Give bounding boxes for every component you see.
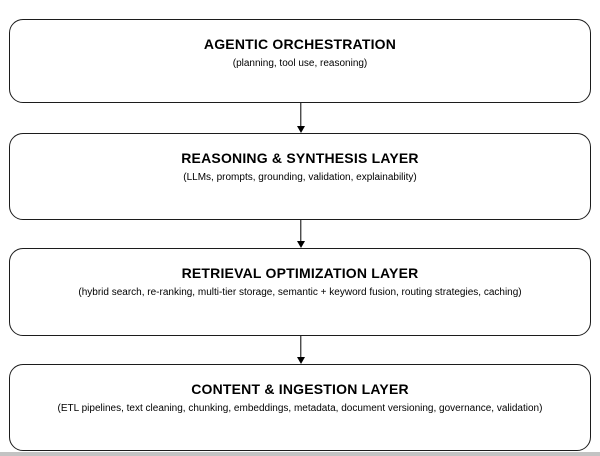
arrow-shaft: [300, 220, 302, 243]
layer-title: REASONING & SYNTHESIS LAYER: [181, 150, 419, 166]
arrow-head: [297, 241, 305, 248]
layer-title: CONTENT & INGESTION LAYER: [191, 381, 409, 397]
layer-box-retrieval-optimization: RETRIEVAL OPTIMIZATION LAYER (hybrid sea…: [9, 248, 591, 336]
arrow-shaft: [300, 103, 302, 128]
down-arrow-icon: [295, 103, 307, 133]
down-arrow-icon: [295, 336, 307, 364]
arrow-head: [297, 357, 305, 364]
down-arrow-icon: [295, 220, 307, 248]
layer-subtitle: (LLMs, prompts, grounding, validation, e…: [183, 172, 417, 183]
layer-box-reasoning-synthesis: REASONING & SYNTHESIS LAYER (LLMs, promp…: [9, 133, 591, 220]
layer-subtitle: (planning, tool use, reasoning): [232, 58, 368, 69]
arrow-head: [297, 126, 305, 133]
window-edge-strip: [0, 452, 600, 456]
layer-subtitle: (hybrid search, re-ranking, multi-tier s…: [78, 287, 522, 298]
layer-box-agentic-orchestration: AGENTIC ORCHESTRATION (planning, tool us…: [9, 19, 591, 103]
layer-title: RETRIEVAL OPTIMIZATION LAYER: [181, 265, 419, 281]
layer-box-content-ingestion: CONTENT & INGESTION LAYER (ETL pipelines…: [9, 364, 591, 451]
layer-subtitle: (ETL pipelines, text cleaning, chunking,…: [57, 403, 543, 414]
layer-stack: AGENTIC ORCHESTRATION (planning, tool us…: [9, 19, 591, 451]
arrow-shaft: [300, 336, 302, 359]
layer-title: AGENTIC ORCHESTRATION: [203, 36, 397, 52]
